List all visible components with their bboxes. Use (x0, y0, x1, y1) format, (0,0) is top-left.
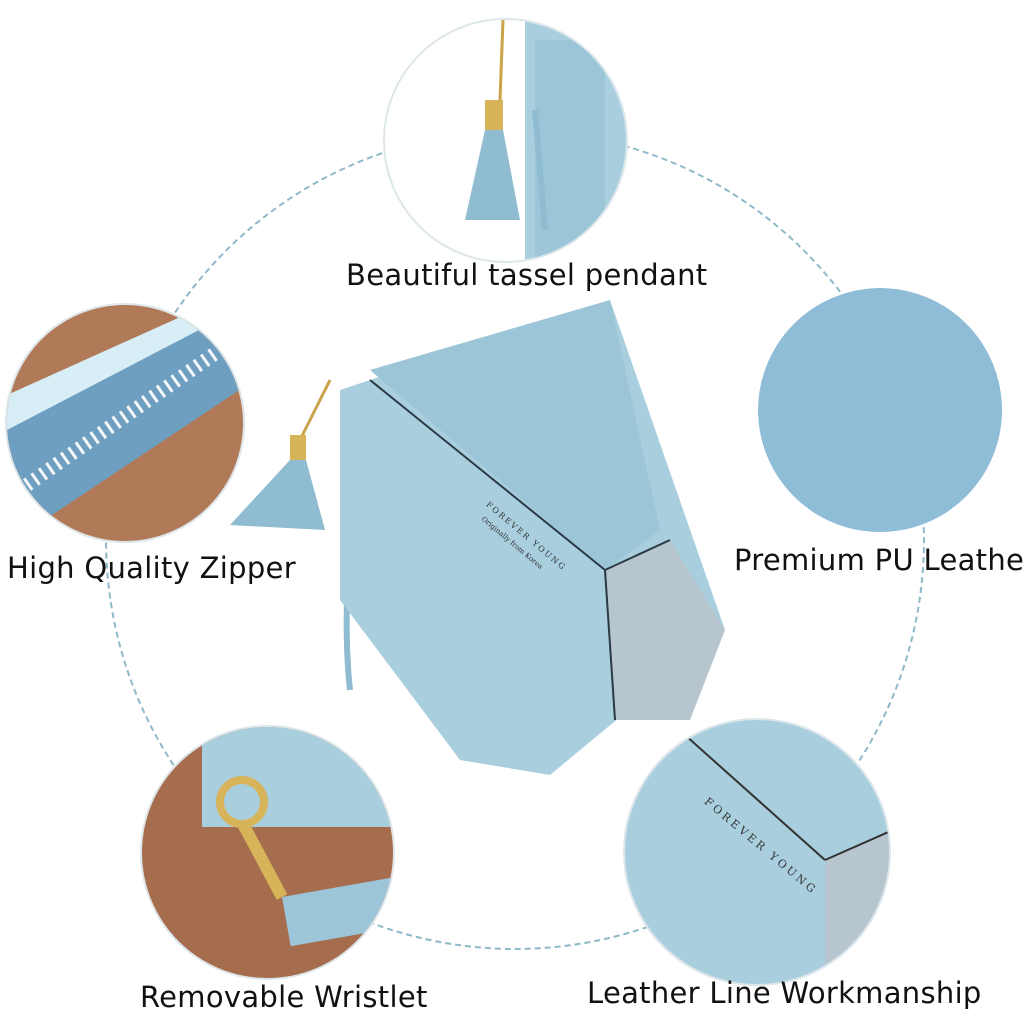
wallet-product-image: FOREVER YOUNG Originally from Korea (220, 300, 740, 780)
workmanship-detail-image: FOREVER YOUNG (623, 718, 891, 986)
feature-label-zipper: High Quality Zipper (7, 551, 296, 585)
zipper-detail-image (5, 303, 245, 543)
feature-label-leather: Premium PU Leather (734, 543, 1024, 577)
feature-label-wristlet: Removable Wristlet (140, 980, 428, 1014)
feature-label-tassel: Beautiful tassel pendant (346, 258, 708, 292)
tassel-detail-image (383, 18, 628, 263)
leather-detail-image (758, 288, 1003, 533)
feature-label-workmanship: Leather Line Workmanship (587, 976, 982, 1010)
